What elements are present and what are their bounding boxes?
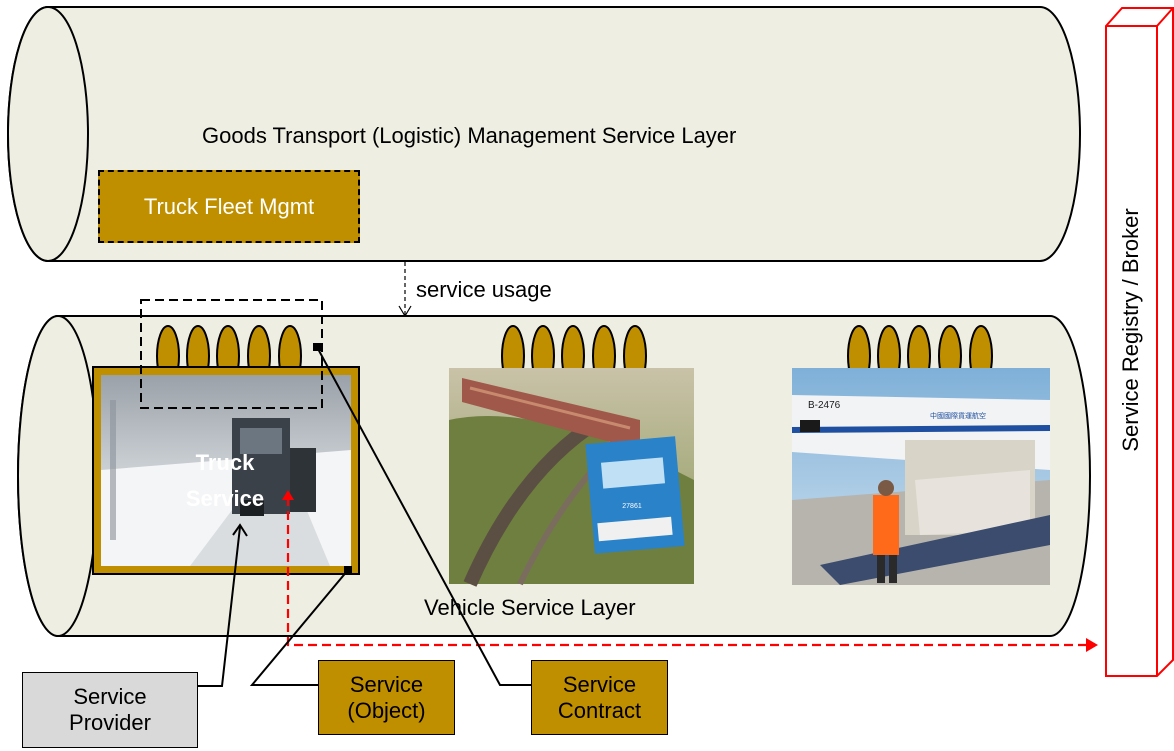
truck-photo — [92, 366, 360, 575]
truck-service-line1: Truck — [195, 450, 255, 475]
plane-registration: B-2476 — [808, 400, 841, 411]
service-contract-box: Service Contract — [531, 660, 668, 735]
registry-label: Service Registry / Broker — [1118, 208, 1143, 452]
truck-service-line2: Service — [185, 486, 265, 511]
service-usage-arrowhead — [398, 305, 412, 318]
service-provider-line1: Service — [73, 684, 147, 709]
service-provider-line2: Provider — [69, 710, 151, 735]
truck-service-label: Truck Service — [170, 445, 280, 517]
service-object-box: Service (Object) — [318, 660, 455, 735]
truck-contract-box — [140, 299, 323, 409]
bottom-layer-label: Vehicle Service Layer — [424, 595, 636, 620]
top-layer-label: Goods Transport (Logistic) Management Se… — [202, 123, 737, 148]
service-contract-line1: Service — [562, 671, 637, 697]
callout-lines — [198, 346, 531, 687]
service-usage-label: service usage — [416, 277, 552, 302]
train-number: 27861 — [622, 503, 642, 510]
plane-airline-name: 中國國際貨運航空 — [930, 411, 986, 420]
provider-callout — [198, 526, 241, 687]
provider-callout-arrowhead — [232, 523, 248, 537]
service-provider-box: Service Provider — [22, 672, 198, 748]
object-callout — [249, 569, 349, 686]
contract-callout — [316, 346, 531, 686]
truck-fleet-mgmt-box[interactable]: Truck Fleet Mgmt — [98, 170, 360, 243]
registry-connector — [282, 490, 1098, 652]
service-object-line1: Service — [349, 671, 424, 697]
registry-box-shape — [1105, 7, 1174, 677]
contract-callout-anchor — [313, 343, 321, 351]
truck-fleet-mgmt-label: Truck Fleet Mgmt — [143, 193, 315, 219]
train-photo: 27861 — [449, 368, 694, 587]
object-callout-anchor — [344, 566, 352, 574]
service-object-line2: (Object) — [347, 697, 426, 723]
plane-photo: B-2476 中國國際貨運航空 — [791, 368, 1051, 585]
service-contract-line2: Contract — [557, 697, 642, 723]
